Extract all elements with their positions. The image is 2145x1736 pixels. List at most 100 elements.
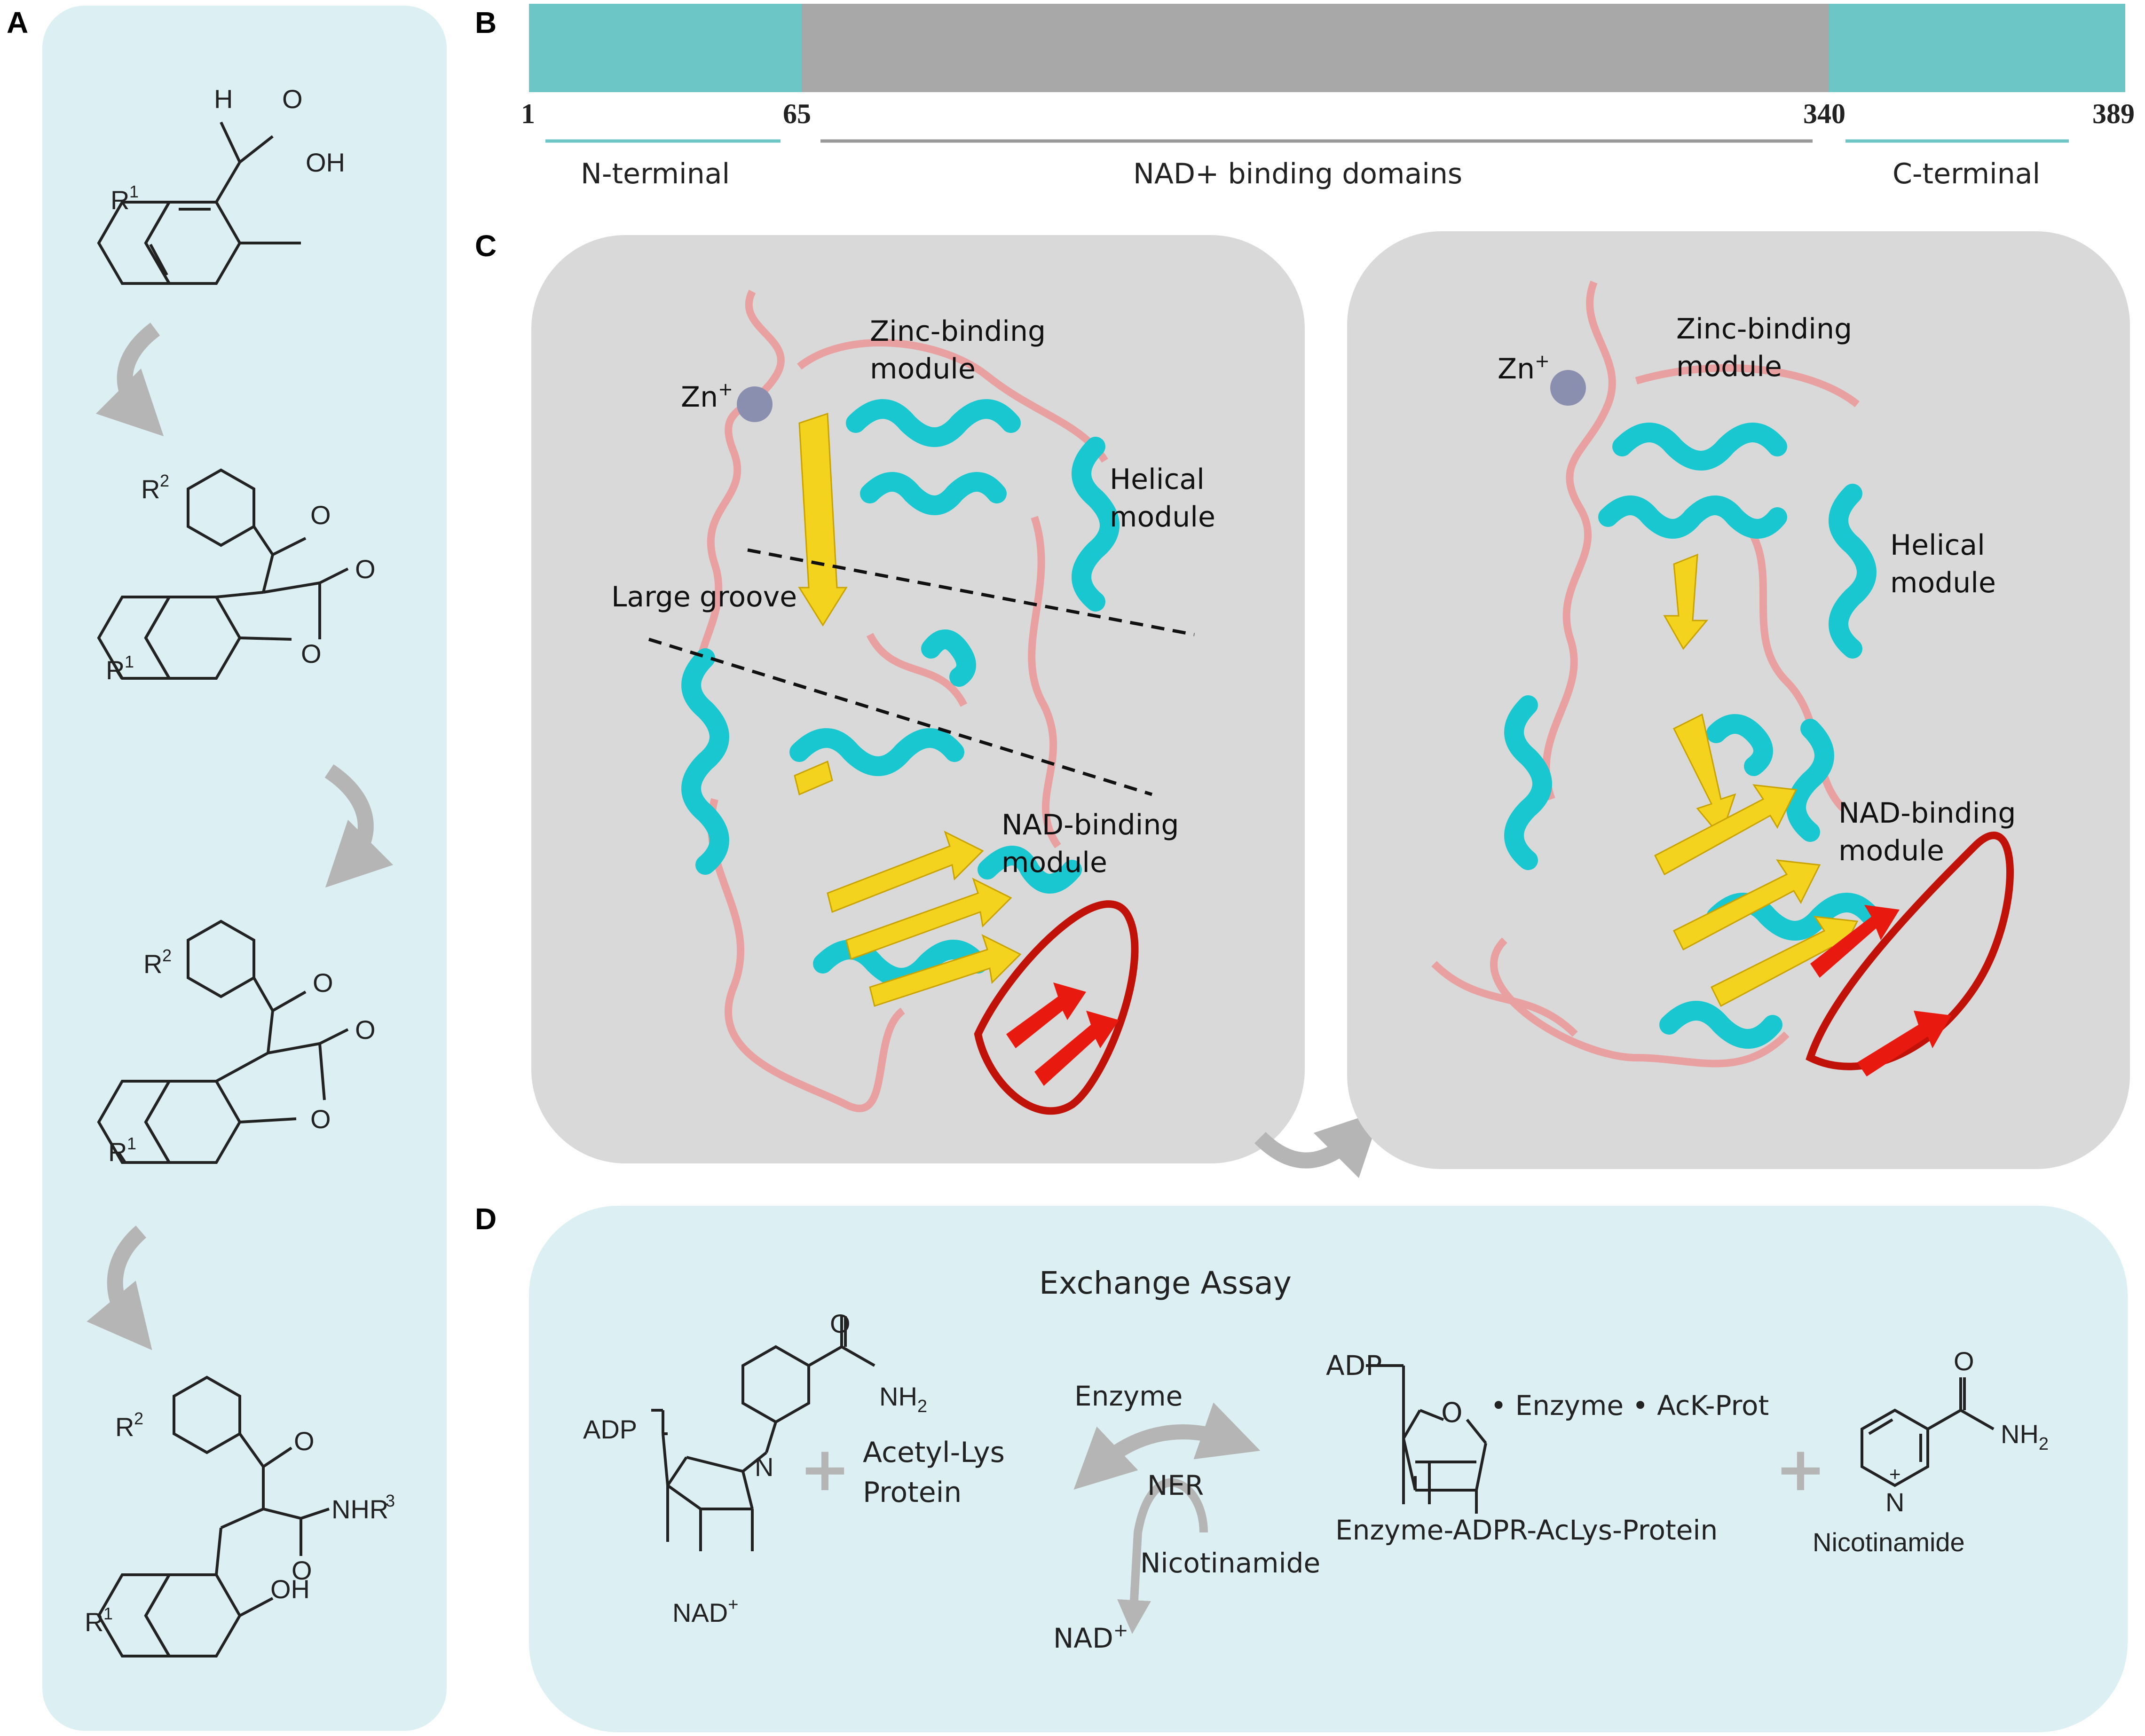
tick-1: 1 — [521, 98, 535, 129]
structure-right: Zn+ Zinc-binding module Helical module N… — [1347, 231, 2130, 1169]
plus-sign-1: + — [799, 1433, 851, 1505]
tick-340: 340 — [1803, 98, 1845, 129]
label-n-terminal: N-terminal — [581, 157, 730, 190]
intermediate-structure — [1366, 1364, 1487, 1514]
adp-label-1: ADP — [583, 1414, 637, 1444]
structure-3-dihydrocoumarin — [97, 919, 349, 1164]
svg-text:1: 1 — [127, 1134, 136, 1153]
panel-letter-c: C — [475, 229, 497, 263]
svg-text:1: 1 — [129, 182, 139, 201]
panel-a-background — [42, 6, 447, 1731]
svg-text:O: O — [310, 500, 331, 530]
ner-arrow-icon — [1117, 1478, 1208, 1634]
nad-out-label: NAD+ — [1053, 1620, 1128, 1654]
zinc-module-label-right-2: module — [1676, 350, 1782, 383]
svg-text:NHR: NHR — [331, 1494, 388, 1524]
ring-o-atom-2: O — [1441, 1397, 1463, 1429]
svg-text:R: R — [110, 185, 129, 215]
helical-module-label-right-1: Helical — [1890, 529, 1985, 562]
forward-reverse-arrow-icon — [1073, 1402, 1261, 1490]
svg-text:O: O — [355, 554, 376, 584]
svg-text:R: R — [106, 655, 125, 685]
structure-1-aldehyde — [97, 121, 301, 285]
svg-text:O: O — [301, 639, 322, 668]
carbonyl-o-atom-1: O — [830, 1309, 851, 1338]
svg-text:R: R — [115, 1412, 134, 1442]
panel-b: B 1 65 340 389 N-terminal NAD+ binding d… — [475, 4, 2135, 190]
plus-sign-2: + — [1775, 1433, 1826, 1505]
enzyme-label: Enzyme — [1074, 1380, 1183, 1412]
panel-c: C — [475, 229, 2130, 1178]
zn-label-right: Zn+ — [1498, 351, 1550, 385]
nh2-label-1: NH2 — [879, 1382, 927, 1416]
nad-module-label-right-2: module — [1838, 834, 1944, 867]
pyridinium-n-atom: N — [1885, 1487, 1904, 1517]
acetyl-lys-label-1: Acetyl-Lys — [863, 1436, 1005, 1469]
nh2-label-2: NH2 — [2001, 1419, 2049, 1454]
domain-n-terminal-bar — [529, 4, 802, 92]
adp-label-2: ADP — [1326, 1350, 1382, 1382]
svg-text:O: O — [294, 1426, 315, 1456]
pyridine-n-atom: N — [755, 1452, 773, 1482]
arrow-down-3-icon — [87, 1225, 152, 1351]
nicotinamide-release-label: Nicotinamide — [1140, 1547, 1320, 1579]
nicotinamide-structure — [1861, 1377, 1995, 1487]
large-groove-label: Large groove — [611, 581, 797, 613]
panel-letter-d: D — [475, 1202, 497, 1236]
conformation-change-arrow-icon — [1254, 1110, 1382, 1178]
nicotinamide-label: Nicotinamide — [1813, 1527, 1965, 1557]
zn-label-left: Zn+ — [681, 379, 733, 414]
zinc-module-label-right-1: Zinc-binding — [1676, 313, 1852, 346]
panel-d-background — [529, 1206, 2128, 1732]
panel-letter-b: B — [475, 6, 497, 39]
nad-module-label-left-2: module — [1002, 846, 1107, 879]
svg-text:OH: OH — [306, 148, 345, 177]
svg-text:O: O — [292, 1555, 312, 1585]
acetyl-lys-label-2: Protein — [863, 1476, 962, 1509]
structure-2-coumarin — [97, 468, 349, 680]
panel-d: D Exchange Assay ADP N — [475, 1202, 2128, 1732]
intermediate-name-label: Enzyme-ADPR-AcLys-Protein — [1335, 1514, 1718, 1546]
structure-4-amide — [97, 1375, 330, 1657]
nad-structure — [651, 1316, 875, 1551]
zinc-ion-left-icon — [737, 386, 773, 422]
svg-text:3: 3 — [386, 1491, 395, 1510]
red-region-left — [974, 900, 1139, 1115]
positive-charge: + — [1889, 1463, 1901, 1485]
svg-text:O: O — [313, 968, 333, 998]
helical-module-label-left-1: Helical — [1110, 463, 1205, 496]
domain-nad-binding-bar — [802, 4, 1829, 92]
nad-module-label-right-1: NAD-binding — [1838, 797, 2016, 830]
svg-text:1: 1 — [125, 652, 134, 671]
panel-letter-a: A — [7, 6, 28, 39]
ner-label: NER — [1147, 1469, 1204, 1501]
tick-65: 65 — [783, 98, 811, 129]
zinc-ion-right-icon — [1550, 370, 1586, 406]
carbonyl-o-atom-3: O — [1954, 1346, 1974, 1376]
label-c-terminal: C-terminal — [1893, 157, 2040, 190]
svg-text:OH: OH — [270, 1574, 310, 1604]
svg-text:O: O — [310, 1104, 331, 1134]
helical-module-label-right-2: module — [1890, 566, 1996, 599]
svg-text:R: R — [85, 1607, 103, 1637]
svg-text:O: O — [355, 1015, 376, 1045]
domain-c-terminal-bar — [1829, 4, 2125, 92]
complex-label: • Enzyme • AcK-Prot — [1490, 1390, 1769, 1422]
svg-text:O: O — [282, 84, 303, 114]
svg-text:2: 2 — [162, 946, 172, 965]
zinc-module-label-left-2: module — [870, 353, 976, 385]
helical-module-label-left-2: module — [1110, 501, 1215, 534]
structure-left: Zn+ Zinc-binding module Helical module L… — [531, 235, 1305, 1163]
tick-389: 389 — [2092, 98, 2135, 129]
zinc-module-label-left-1: Zinc-binding — [870, 315, 1046, 348]
svg-text:2: 2 — [160, 471, 169, 490]
arrow-down-1-icon — [95, 322, 164, 437]
arrow-down-2-icon — [324, 764, 394, 888]
reaction-arrows — [1073, 1402, 1261, 1634]
svg-text:R: R — [108, 1137, 127, 1167]
svg-text:H: H — [214, 84, 233, 114]
nad-module-label-left-1: NAD-binding — [1002, 809, 1179, 841]
nad-label: NAD+ — [672, 1595, 738, 1627]
